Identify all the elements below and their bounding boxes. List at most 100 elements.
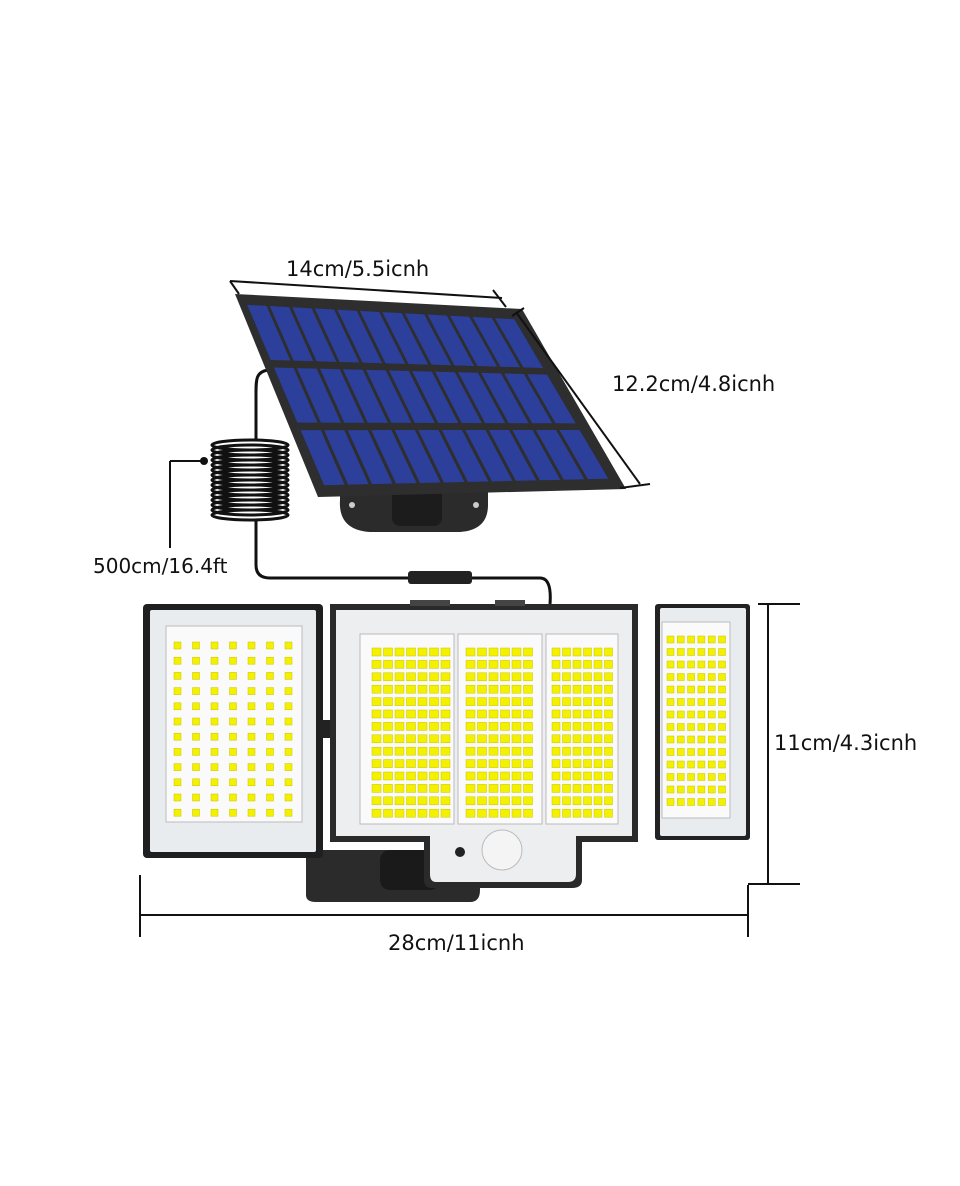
- led: [406, 709, 416, 719]
- led: [284, 748, 293, 756]
- led: [383, 722, 393, 731]
- led: [593, 697, 603, 706]
- led: [210, 732, 219, 741]
- led: [572, 697, 582, 706]
- cable-connector: [408, 571, 472, 584]
- led: [266, 672, 274, 680]
- led: [383, 771, 393, 781]
- solar-cell: [371, 430, 417, 484]
- led: [477, 709, 487, 719]
- cable: [254, 368, 552, 605]
- led: [593, 647, 603, 657]
- led: [477, 734, 487, 744]
- led: [562, 684, 571, 694]
- led: [371, 808, 382, 818]
- led: [488, 660, 499, 669]
- led: [192, 687, 200, 695]
- led: [583, 709, 592, 719]
- solar-cell: [366, 369, 412, 423]
- led-array: [173, 635, 726, 818]
- led: [429, 684, 439, 694]
- led: [371, 734, 382, 744]
- led: [429, 722, 439, 731]
- led: [500, 759, 510, 768]
- led: [247, 732, 256, 741]
- solar-cell: [359, 310, 406, 364]
- led: [511, 746, 522, 756]
- led: [406, 746, 416, 756]
- led: [417, 660, 428, 669]
- led: [266, 656, 274, 665]
- led: [173, 732, 182, 741]
- led: [551, 771, 561, 781]
- led: [677, 698, 685, 706]
- led: [429, 746, 439, 756]
- led: [417, 684, 428, 694]
- led: [247, 641, 256, 650]
- led: [371, 746, 382, 756]
- led: [394, 746, 405, 756]
- led: [229, 656, 237, 665]
- led: [247, 687, 256, 695]
- led: [465, 709, 476, 719]
- led: [229, 672, 237, 680]
- led: [210, 808, 219, 817]
- led: [562, 647, 571, 657]
- led: [247, 778, 256, 787]
- led: [247, 672, 256, 680]
- cable-coil: [210, 438, 290, 522]
- led: [572, 734, 582, 744]
- solar-cell: [337, 309, 383, 364]
- solar-cell: [324, 430, 369, 485]
- led: [394, 796, 405, 806]
- led: [500, 647, 510, 657]
- led: [247, 656, 256, 665]
- led: [371, 660, 382, 669]
- led: [562, 697, 571, 706]
- led: [417, 784, 428, 793]
- led: [488, 771, 499, 781]
- led: [500, 771, 510, 781]
- led: [523, 784, 533, 793]
- led: [210, 641, 219, 650]
- led: [465, 722, 476, 731]
- led: [406, 759, 416, 768]
- led: [284, 672, 293, 680]
- led: [477, 647, 487, 657]
- led: [406, 722, 416, 731]
- led: [210, 763, 219, 771]
- led: [406, 647, 416, 657]
- led: [666, 635, 675, 644]
- led: [429, 771, 439, 781]
- led: [697, 723, 706, 731]
- coil-loop: [210, 503, 290, 517]
- led: [477, 684, 487, 694]
- led: [697, 673, 706, 681]
- led: [666, 748, 675, 756]
- led: [488, 709, 499, 719]
- led: [440, 697, 451, 706]
- leader-dot: [200, 457, 208, 465]
- led: [697, 660, 706, 669]
- led: [593, 808, 603, 818]
- led: [173, 641, 182, 650]
- led: [551, 697, 561, 706]
- led: [551, 709, 561, 719]
- led: [511, 722, 522, 731]
- led: [192, 702, 200, 711]
- led: [572, 796, 582, 806]
- solar-cell: [458, 372, 506, 424]
- led: [593, 771, 603, 781]
- led: [572, 660, 582, 669]
- led: [687, 748, 695, 756]
- solar-cell: [488, 430, 537, 481]
- led: [551, 734, 561, 744]
- led: [707, 723, 716, 731]
- led: [718, 635, 726, 644]
- solar-cell: [389, 370, 435, 423]
- led: [718, 760, 726, 769]
- led: [371, 672, 382, 682]
- led: [666, 735, 675, 744]
- led: [572, 759, 582, 768]
- led: [687, 660, 695, 669]
